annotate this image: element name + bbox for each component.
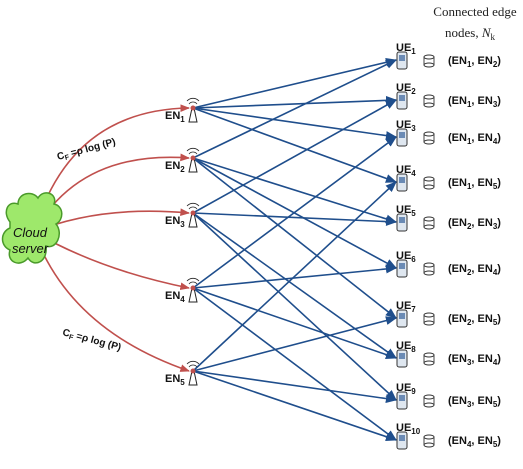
wireless-link [192,287,398,359]
user-equipment-item: UE9 (EN3, EN5) [396,382,501,410]
user-equipment-item: UE2 (EN1, EN3) [396,82,501,110]
cache-storage-icon [423,131,435,145]
wireless-link [192,212,398,227]
fronthaul-capacity-label-bottom: CF =ρ log (P) [61,327,122,354]
header-line1: Connected edge [433,4,517,19]
wireless-link [192,157,397,269]
user-equipment-item: UE10 (EN4, EN5) [396,422,501,450]
connected-nodes-label: (EN1, EN2) [448,55,501,69]
wireless-link [192,59,398,159]
wireless-link [192,316,398,372]
user-equipment-label: UE5 [396,204,416,218]
phone-icon [396,51,408,70]
wireless-link [192,107,398,141]
connected-nodes-label: (EN2, EN3) [448,217,501,231]
antenna-icon [186,147,200,173]
wireless-link [192,370,398,404]
user-equipment-label: UE9 [396,382,416,396]
wireless-link [192,287,397,441]
user-equipment-label: UE1 [396,42,416,56]
cache-storage-icon [423,176,435,190]
connected-nodes-label: (EN4, EN5) [448,435,501,449]
edge-node-label: EN4 [165,290,185,304]
connected-nodes-label: (EN2, EN5) [448,313,501,327]
cache-storage-icon [423,54,435,68]
wireless-link [192,212,397,359]
user-equipment: UE1(EN1, EN2)UE2(EN1, EN3)UE3(EN1, EN4)U… [396,42,501,450]
cloud-label-line2: server [12,241,49,256]
cache-storage-icon [423,352,435,366]
wireless-link [192,95,398,109]
user-equipment-label: UE3 [396,119,416,133]
cloud-label-line1: Cloud [13,225,48,240]
cache-storage-icon [423,394,435,408]
connected-nodes-label: (EN3, EN5) [448,395,501,409]
cache-storage-icon [423,434,435,448]
wireless-link [192,212,397,401]
phone-icon [396,349,408,368]
edge-node: EN4 [165,277,200,304]
fronthaul-capacity-label-top: CF =ρ log (P) [56,137,117,164]
connected-nodes-label: (EN1, EN4) [448,132,501,146]
edge-node: EN2 [165,147,200,174]
user-equipment-label: UE6 [396,250,416,264]
phone-icon [396,309,408,328]
cloud-icon [1,192,63,264]
header-line2: nodes, Nk [445,25,496,42]
phone-icon [396,431,408,450]
wireless-links [192,57,398,441]
edge-node: EN5 [165,360,200,387]
user-equipment-label: UE8 [396,340,416,354]
user-equipment-label: UE7 [396,300,416,314]
phone-icon [396,91,408,110]
wireless-link [192,157,398,224]
user-equipment-item: UE8 (EN3, EN4) [396,340,501,368]
wireless-link [192,181,397,372]
edge-node-label: EN5 [165,373,185,387]
user-equipment-label: UE4 [396,164,416,178]
wireless-link [192,370,398,441]
edge-node-label: EN1 [165,110,185,124]
user-equipment-item: UE5 (EN2, EN3) [396,204,501,232]
connected-nodes-label: (EN2, EN4) [448,263,501,277]
user-equipment-item: UE3 (EN1, EN4) [396,119,501,147]
antenna-icon [186,277,200,303]
phone-icon [396,213,408,232]
user-equipment-item: UE4 (EN1, EN5) [396,164,501,192]
edge-node-label: EN2 [165,160,185,174]
user-equipment-item: UE1 (EN1, EN2) [396,42,501,70]
user-equipment-label: UE10 [396,422,421,436]
antenna-icon [186,360,200,386]
phone-icon [396,391,408,410]
phone-icon [396,259,408,278]
wireless-link [192,107,398,183]
wireless-link [192,264,398,289]
cache-storage-icon [423,312,435,326]
user-equipment-label: UE2 [396,82,416,96]
edge-node-label: EN3 [165,215,185,229]
edge-node: EN3 [165,202,200,229]
connected-nodes-label: (EN3, EN4) [448,353,501,367]
cache-storage-icon [423,262,435,276]
phone-icon [396,173,408,192]
cache-storage-icon [423,216,435,230]
cache-storage-icon [423,94,435,108]
connected-nodes-label: (EN1, EN3) [448,95,501,109]
edge-node: EN1 [165,97,200,124]
wireless-link [192,99,397,214]
user-equipment-item: UE7 (EN2, EN5) [396,300,501,328]
wireless-link [192,157,397,319]
phone-icon [396,128,408,147]
wireless-link [192,57,398,109]
connected-nodes-label: (EN1, EN5) [448,177,501,191]
cloud-server: Cloud server [1,192,63,264]
antenna-icon [186,97,200,123]
antenna-icon [186,202,200,228]
user-equipment-item: UE6 (EN2, EN4) [396,250,501,278]
